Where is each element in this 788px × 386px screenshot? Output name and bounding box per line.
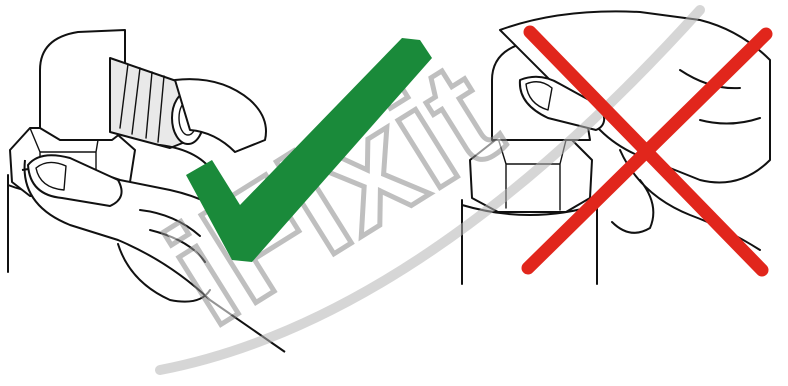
illustration-canvas: iFixit xyxy=(0,0,788,386)
fitting-instructions-figure: iFixit xyxy=(0,0,788,386)
